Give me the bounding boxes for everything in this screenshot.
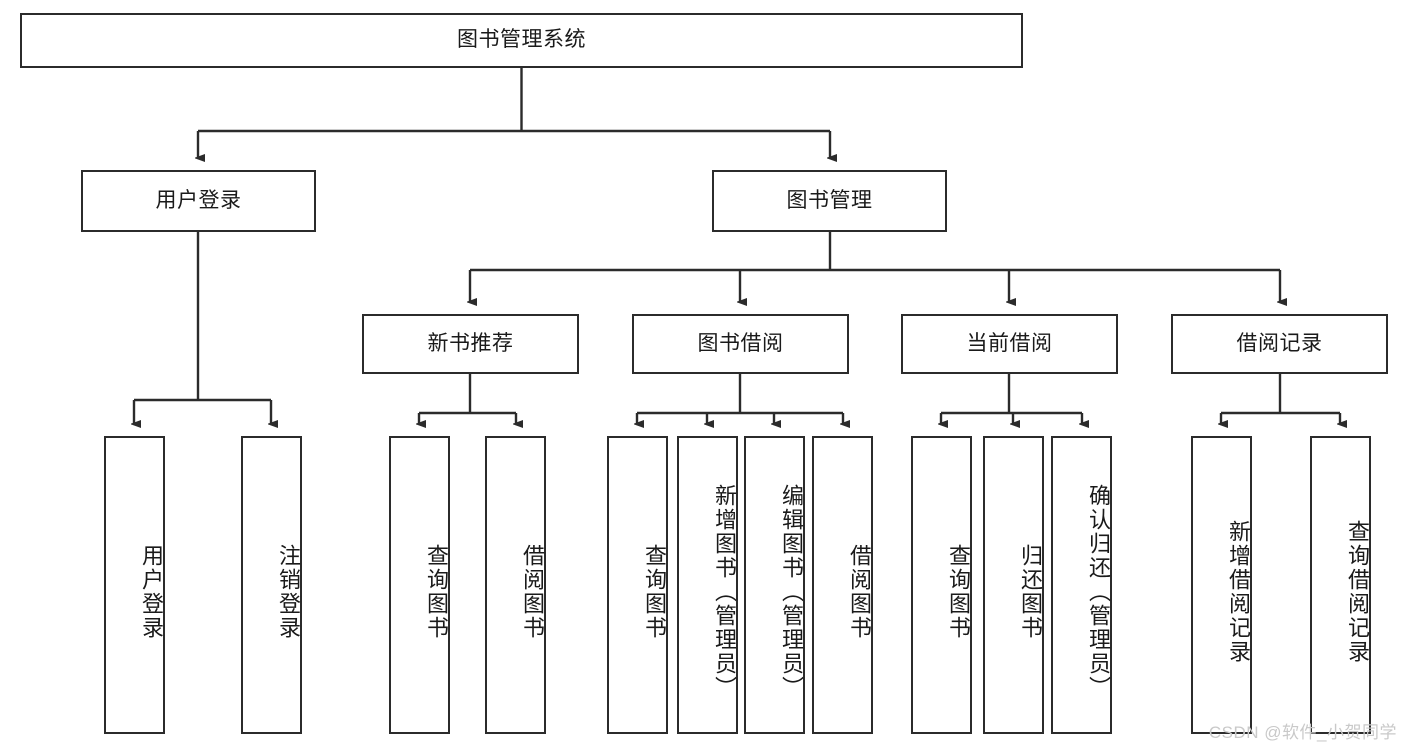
node-leaf-user-logout[interactable]: 注销登录 — [241, 436, 302, 734]
node-label: 查询图书 — [946, 544, 971, 640]
node-label: 注销登录 — [276, 544, 301, 640]
node-label: 编辑图书（管理员） — [779, 484, 804, 700]
node-book-manage[interactable]: 图书管理 — [712, 170, 947, 232]
node-label: 新增借阅记录 — [1226, 520, 1251, 664]
node-leaf-query-book-bb[interactable]: 查询图书 — [607, 436, 668, 734]
node-user-login[interactable]: 用户登录 — [81, 170, 316, 232]
node-leaf-borrow-book-rec[interactable]: 借阅图书 — [485, 436, 546, 734]
node-label: 新书推荐 — [427, 331, 514, 355]
node-leaf-query-book-cb[interactable]: 查询图书 — [911, 436, 972, 734]
node-label: 用户登录 — [155, 188, 242, 212]
node-book-borrow[interactable]: 图书借阅 — [632, 314, 849, 374]
node-leaf-query-book-rec[interactable]: 查询图书 — [389, 436, 450, 734]
node-label: 图书管理 — [786, 188, 873, 212]
csdn-watermark: CSDN @软件_小贺同学 — [1208, 723, 1397, 742]
node-label: 借阅图书 — [847, 544, 872, 640]
node-label: 查询图书 — [424, 544, 449, 640]
node-label: 查询借阅记录 — [1345, 520, 1370, 664]
node-leaf-confirm-return[interactable]: 确认归还（管理员） — [1051, 436, 1112, 734]
node-leaf-add-record[interactable]: 新增借阅记录 — [1191, 436, 1252, 734]
node-label: 借阅图书 — [520, 544, 545, 640]
node-leaf-return-book[interactable]: 归还图书 — [983, 436, 1044, 734]
node-borrow-record[interactable]: 借阅记录 — [1171, 314, 1388, 374]
node-current-borrow[interactable]: 当前借阅 — [901, 314, 1118, 374]
node-label: 新增图书（管理员） — [712, 484, 737, 700]
node-leaf-edit-book[interactable]: 编辑图书（管理员） — [744, 436, 805, 734]
node-label: 确认归还（管理员） — [1086, 484, 1111, 700]
node-label: 用户登录 — [139, 544, 164, 640]
node-new-book-rec[interactable]: 新书推荐 — [362, 314, 579, 374]
node-leaf-add-book[interactable]: 新增图书（管理员） — [677, 436, 738, 734]
node-label: 查询图书 — [642, 544, 667, 640]
node-label: 当前借阅 — [966, 331, 1053, 355]
node-leaf-query-record[interactable]: 查询借阅记录 — [1310, 436, 1371, 734]
node-label: 归还图书 — [1018, 544, 1043, 640]
node-root-system[interactable]: 图书管理系统 — [20, 13, 1023, 68]
node-leaf-user-login[interactable]: 用户登录 — [104, 436, 165, 734]
node-label: 借阅记录 — [1236, 331, 1323, 355]
node-label: 图书借阅 — [697, 331, 784, 355]
node-label: 图书管理系统 — [457, 28, 586, 52]
node-leaf-borrow-book-bb[interactable]: 借阅图书 — [812, 436, 873, 734]
